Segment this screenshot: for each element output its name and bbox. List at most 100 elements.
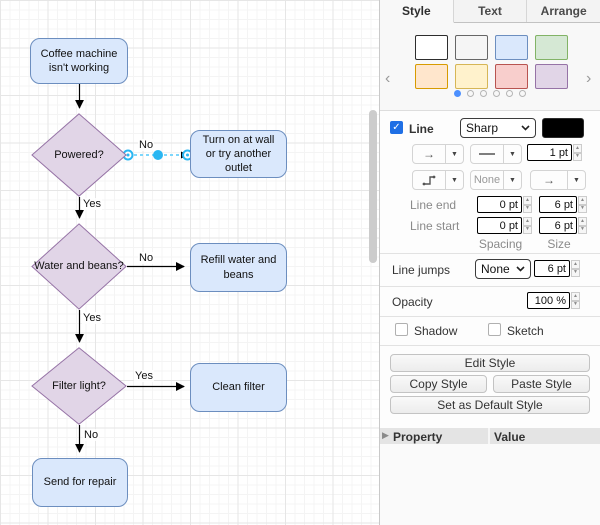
edge-label-powered-yes[interactable]: Yes — [82, 198, 102, 211]
swatch-page-dot-3[interactable] — [493, 90, 500, 97]
stepper-down-icon[interactable]: ▼ — [573, 152, 582, 161]
swatch-page-dot-5[interactable] — [519, 90, 526, 97]
stepper-up-icon[interactable]: ▲ — [578, 196, 587, 205]
style-swatch-yellow[interactable] — [455, 64, 488, 89]
stepper-up-icon[interactable]: ▲ — [578, 217, 587, 226]
edge-label-water-no[interactable]: No — [138, 252, 155, 265]
style-swatch-green[interactable] — [535, 35, 568, 60]
edge-powered-no-selected[interactable] — [122, 149, 193, 161]
property-disclosure-icon[interactable]: ▶ — [382, 430, 389, 440]
edge-label-filter-yes[interactable]: Yes — [134, 370, 154, 383]
copy-style-button[interactable]: Copy Style — [390, 375, 487, 393]
property-table-header — [380, 428, 600, 444]
size-column-label: Size — [547, 237, 571, 251]
swatch-next-icon[interactable]: › — [586, 70, 592, 87]
swatch-page-dot-2[interactable] — [480, 90, 487, 97]
edge-label-powered-no[interactable]: No — [138, 139, 155, 152]
shadow-checkbox[interactable] — [395, 323, 408, 336]
edge-midpoint-handle[interactable] — [153, 150, 163, 160]
canvas-vertical-scrollbar[interactable] — [369, 110, 377, 263]
diamond-shape — [31, 347, 127, 425]
line-width-stepper[interactable]: ▲ ▼ — [573, 144, 582, 161]
line-start-spacing-input[interactable]: 0 pt — [477, 217, 522, 234]
line-start-size-input[interactable]: 6 pt — [539, 217, 577, 234]
line-end-spacing-input[interactable]: 0 pt — [477, 196, 522, 213]
diamond-shape — [31, 223, 127, 310]
style-swatch-blue[interactable] — [495, 35, 528, 60]
stepper-down-icon[interactable]: ▼ — [571, 300, 580, 309]
tab-text[interactable]: Text — [454, 0, 528, 22]
stepper-down-icon[interactable]: ▼ — [523, 204, 532, 213]
line-color-button[interactable] — [542, 118, 584, 138]
diagram-canvas[interactable]: Coffee machine isn't working Powered? Tu… — [0, 0, 380, 525]
line-end-size-input[interactable]: 6 pt — [539, 196, 577, 213]
line-dash-combo[interactable]: ▼ — [470, 144, 522, 164]
node-powered-decision[interactable]: Powered? — [31, 113, 127, 197]
style-swatch-red[interactable] — [495, 64, 528, 89]
line-width-input[interactable]: 1 pt — [527, 144, 572, 161]
line-jumps-select[interactable]: None — [475, 259, 531, 279]
set-default-style-button[interactable]: Set as Default Style — [390, 396, 590, 414]
dropdown-arrow-icon[interactable]: ▼ — [567, 171, 585, 189]
line-checkbox[interactable]: ✓ — [390, 121, 403, 134]
line-end-size-stepper[interactable]: ▲ ▼ — [578, 196, 587, 213]
node-filter-decision[interactable]: Filter light? — [31, 347, 127, 425]
connection-combo[interactable]: None ▼ — [470, 170, 522, 190]
swatch-page-dots — [380, 90, 600, 97]
style-swatch-orange[interactable] — [415, 64, 448, 89]
shadow-label: Shadow — [414, 324, 458, 338]
node-filter-label: Filter light? — [52, 379, 106, 392]
property-header-label: Property — [393, 430, 443, 444]
stepper-up-icon[interactable]: ▲ — [523, 196, 532, 205]
style-swatch-white[interactable] — [415, 35, 448, 60]
opacity-input[interactable]: 100 % — [527, 292, 570, 309]
style-swatch-gray[interactable] — [455, 35, 488, 60]
node-clean[interactable]: Clean filter — [190, 363, 287, 412]
paste-style-button[interactable]: Paste Style — [493, 375, 590, 393]
swatch-page-dot-4[interactable] — [506, 90, 513, 97]
line-jumps-size-input[interactable]: 6 pt — [534, 260, 570, 277]
solid-line-icon — [471, 145, 503, 163]
line-start-spacing-stepper[interactable]: ▲ ▼ — [523, 217, 532, 234]
arrow-right-icon: → — [543, 173, 555, 187]
tab-style[interactable]: Style — [380, 0, 454, 23]
node-repair[interactable]: Send for repair — [32, 458, 128, 507]
stepper-down-icon[interactable]: ▼ — [578, 225, 587, 234]
line-start-size-stepper[interactable]: ▲ ▼ — [578, 217, 587, 234]
swatch-page-dot-0[interactable] — [454, 90, 461, 97]
edit-style-button[interactable]: Edit Style — [390, 354, 590, 372]
node-turn-on[interactable]: Turn on at wall or try another outlet — [190, 130, 287, 178]
tab-arrange[interactable]: Arrange — [540, 4, 587, 18]
property-table-body — [380, 444, 600, 525]
direction-arrow-combo[interactable]: → ▼ — [530, 170, 586, 190]
node-water-decision[interactable]: Water and beans? — [31, 223, 127, 310]
sketch-checkbox[interactable] — [488, 323, 501, 336]
edge-label-filter-no[interactable]: No — [83, 429, 100, 442]
line-style-select[interactable]: Sharp — [460, 118, 536, 138]
dropdown-arrow-icon[interactable]: ▼ — [503, 145, 521, 163]
swatch-prev-icon[interactable]: ‹ — [385, 70, 391, 87]
node-refill[interactable]: Refill water and beans — [190, 243, 287, 292]
stepper-down-icon[interactable]: ▼ — [571, 268, 580, 277]
stepper-up-icon[interactable]: ▲ — [571, 292, 580, 301]
stepper-up-icon[interactable]: ▲ — [523, 217, 532, 226]
connection-value: None — [473, 174, 501, 186]
node-start[interactable]: Coffee machine isn't working — [30, 38, 128, 84]
swatch-page-dot-1[interactable] — [467, 90, 474, 97]
dropdown-arrow-icon[interactable]: ▼ — [503, 171, 521, 189]
stepper-down-icon[interactable]: ▼ — [523, 225, 532, 234]
arrow-style-combo[interactable]: → ▼ — [412, 144, 464, 164]
dropdown-arrow-icon[interactable]: ▼ — [445, 171, 463, 189]
dropdown-arrow-icon[interactable]: ▼ — [445, 145, 463, 163]
edge-label-water-yes[interactable]: Yes — [82, 312, 102, 325]
line-end-spacing-stepper[interactable]: ▲ ▼ — [523, 196, 532, 213]
waypoints-combo[interactable]: ▼ — [412, 170, 464, 190]
stepper-down-icon[interactable]: ▼ — [578, 204, 587, 213]
style-swatch-purple[interactable] — [535, 64, 568, 89]
line-jumps-size-stepper[interactable]: ▲ ▼ — [571, 260, 580, 277]
arrow-right-icon: → — [423, 147, 435, 161]
stepper-up-icon[interactable]: ▲ — [571, 260, 580, 269]
opacity-stepper[interactable]: ▲ ▼ — [571, 292, 580, 309]
chevron-down-icon — [516, 266, 525, 272]
stepper-up-icon[interactable]: ▲ — [573, 144, 582, 153]
